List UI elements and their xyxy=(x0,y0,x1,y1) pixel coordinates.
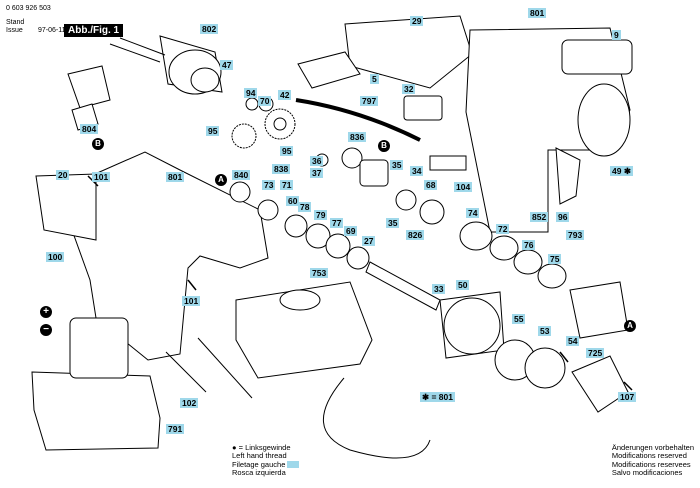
callout-79: 79 xyxy=(314,210,328,220)
callout-71: 71 xyxy=(280,180,294,190)
drill-chuck xyxy=(571,355,629,413)
callout-804: 804 xyxy=(80,124,99,134)
callout-801-star: ✱ = 801 xyxy=(420,392,455,402)
callout-840: 840 xyxy=(232,170,251,180)
minus-icon: − xyxy=(40,324,52,336)
callout-5: 5 xyxy=(370,74,379,84)
callout-852: 852 xyxy=(530,212,549,222)
callout-793: 793 xyxy=(566,230,585,240)
marker-b-left: B xyxy=(92,138,104,150)
notice-line-4: Salvo modificaciones xyxy=(611,468,683,478)
label-swatch xyxy=(287,461,300,469)
figure-label: Abb./Fig. 1 xyxy=(64,24,124,37)
housing-shell-left xyxy=(71,151,269,361)
switch xyxy=(67,65,111,131)
callout-797: 797 xyxy=(360,96,379,106)
callout-78: 78 xyxy=(298,202,312,212)
callout-100: 100 xyxy=(46,252,65,262)
battery-pack xyxy=(31,371,161,451)
callout-802: 802 xyxy=(200,24,219,34)
callout-55: 55 xyxy=(512,314,526,324)
callout-42: 42 xyxy=(278,90,292,100)
callout-9: 9 xyxy=(612,30,621,40)
battery-charger xyxy=(235,281,373,379)
legend-line-2: Left hand thread xyxy=(232,451,287,461)
issue-date: 97-06-11 xyxy=(38,27,66,34)
issue-label: Issue xyxy=(6,27,23,34)
callout-32: 32 xyxy=(402,84,416,94)
callout-35: 35 xyxy=(390,160,404,170)
stand-label: Stand xyxy=(6,19,25,26)
callout-49: 49 ✱ xyxy=(610,166,633,176)
notice-line-3: Modifications reservees xyxy=(611,459,691,469)
callout-838: 838 xyxy=(272,164,291,174)
housing-cover-29 xyxy=(344,15,473,89)
callout-27: 27 xyxy=(362,236,376,246)
callout-77: 77 xyxy=(330,218,344,228)
callout-37: 37 xyxy=(310,168,324,178)
part-number: 0 603 926 503 xyxy=(6,5,51,12)
callout-101: 101 xyxy=(92,172,111,182)
callout-53: 53 xyxy=(538,326,552,336)
callout-69: 69 xyxy=(344,226,358,236)
callout-101-lower: 101 xyxy=(182,296,201,306)
callout-70: 70 xyxy=(258,96,272,106)
callout-33: 33 xyxy=(432,284,446,294)
callout-68: 68 xyxy=(424,180,438,190)
callout-34: 34 xyxy=(410,166,424,176)
callout-95: 95 xyxy=(206,126,220,136)
legend-line-1: ● = Linksgewinde xyxy=(232,443,291,452)
callout-60: 60 xyxy=(286,196,300,206)
callout-94: 94 xyxy=(244,88,258,98)
callout-72: 72 xyxy=(496,224,510,234)
marker-a-left: A xyxy=(215,174,227,186)
legend: ● = Linksgewinde Left hand thread Fileta… xyxy=(232,443,300,478)
callout-725: 725 xyxy=(586,348,605,358)
callout-104: 104 xyxy=(454,182,473,192)
callout-801: 801 xyxy=(528,8,547,18)
callout-826: 826 xyxy=(406,230,425,240)
callout-836: 836 xyxy=(348,132,367,142)
callout-35-lower: 35 xyxy=(386,218,400,228)
callout-96: 96 xyxy=(556,212,570,222)
callout-75: 75 xyxy=(548,254,562,264)
modifications-notice: Änderungen vorbehalten Modifications res… xyxy=(611,443,694,478)
callout-753: 753 xyxy=(310,268,329,278)
callout-73: 73 xyxy=(262,180,276,190)
gear-95 xyxy=(231,123,257,149)
legend-line-3: Filetage gauche xyxy=(232,459,300,469)
callout-50: 50 xyxy=(456,280,470,290)
callout-54: 54 xyxy=(566,336,580,346)
callout-36: 36 xyxy=(310,156,324,166)
legend-line-4: Rosca izquierda xyxy=(232,468,286,478)
plus-icon: + xyxy=(40,306,52,318)
callout-20: 20 xyxy=(56,170,70,180)
callout-29: 29 xyxy=(410,16,424,26)
legend-line-3-text: Filetage gauche xyxy=(232,459,286,469)
callout-102: 102 xyxy=(180,398,199,408)
callout-47: 47 xyxy=(220,60,234,70)
marker-b-right: B xyxy=(378,140,390,152)
notice-line-2: Modifications reserved xyxy=(611,451,687,461)
callout-74: 74 xyxy=(466,208,480,218)
motor xyxy=(109,35,223,95)
callout-95-second: 95 xyxy=(280,146,294,156)
marker-a-right: A xyxy=(624,320,636,332)
callout-76: 76 xyxy=(522,240,536,250)
callout-791: 791 xyxy=(166,424,185,434)
callout-801-left: 801 xyxy=(166,172,185,182)
callout-107: 107 xyxy=(618,392,637,402)
notice-line-1: Änderungen vorbehalten xyxy=(611,443,694,452)
